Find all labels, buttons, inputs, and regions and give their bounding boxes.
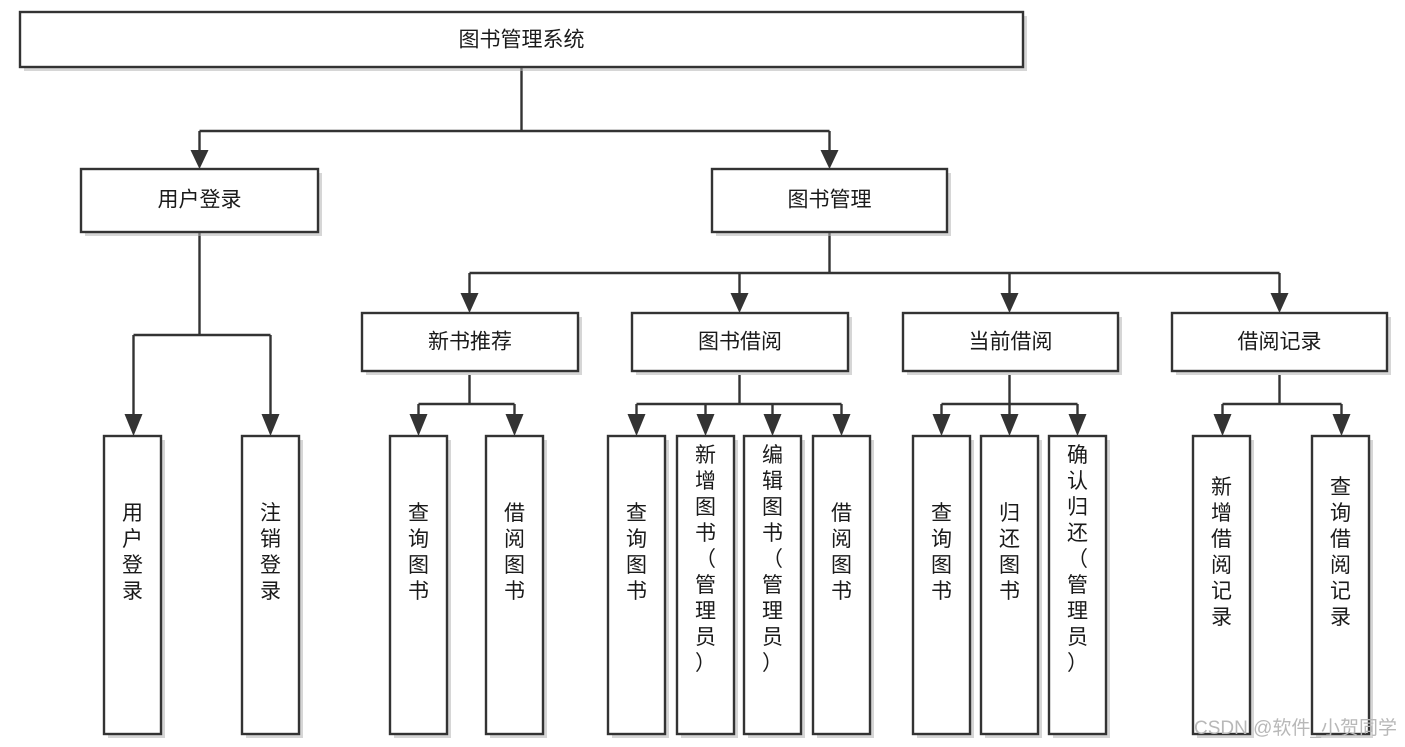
connector-layer bbox=[124, 68, 1351, 436]
node-leaf-query-book-rec[interactable]: 查询图书 bbox=[388, 434, 451, 738]
arrow-book-borrow-leaf-3 bbox=[763, 414, 782, 436]
node-leaf-logout-box[interactable] bbox=[240, 434, 301, 736]
node-new-book-rec-box[interactable] bbox=[360, 311, 580, 373]
arrow-book-borrow-leaf-1 bbox=[627, 414, 646, 436]
node-leaf-query-book-cur[interactable]: 查询图书 bbox=[911, 434, 974, 738]
node-leaf-query-book-rec-box[interactable] bbox=[388, 434, 449, 736]
node-leaf-edit-book-label: 编辑图书（管理员） bbox=[762, 444, 783, 675]
node-book-manage-label: 图书管理 bbox=[788, 189, 872, 212]
arrow-current-borrow-leaf-2 bbox=[1000, 414, 1019, 436]
arrow-borrow-record-leaf-1 bbox=[1213, 414, 1232, 436]
node-leaf-user-login-label: 用户登录 bbox=[122, 502, 143, 603]
node-book-manage[interactable]: 图书管理 bbox=[710, 167, 951, 236]
node-leaf-add-record-label: 新增借阅记录 bbox=[1211, 476, 1232, 629]
node-leaf-add-book-label: 新增图书（管理员） bbox=[695, 444, 716, 675]
arrow-book-manage-to-new-book-rec bbox=[460, 293, 479, 313]
arrow-book-borrow-leaf-2 bbox=[696, 414, 715, 436]
node-leaf-add-record-box[interactable] bbox=[1191, 434, 1252, 736]
watermark-label: CSDN @软件_小贺同学 bbox=[1194, 717, 1397, 739]
node-user-login-box[interactable] bbox=[79, 167, 320, 234]
arrow-current-borrow-leaf-1 bbox=[932, 414, 951, 436]
node-root[interactable]: 图书管理系统 bbox=[18, 10, 1027, 71]
node-leaf-borrow-book-rec[interactable]: 借阅图书 bbox=[484, 434, 547, 738]
node-root-box[interactable] bbox=[18, 10, 1025, 69]
node-new-book-rec[interactable]: 新书推荐 bbox=[360, 311, 582, 375]
arrow-user-login-leaf-2 bbox=[261, 414, 280, 436]
node-book-borrow-box[interactable] bbox=[630, 311, 850, 373]
node-leaf-edit-book-box[interactable] bbox=[742, 434, 803, 736]
node-leaf-query-book-borrow-label: 查询图书 bbox=[626, 502, 647, 603]
node-leaf-borrow-book-rec-box[interactable] bbox=[484, 434, 545, 736]
node-leaf-add-record[interactable]: 新增借阅记录 bbox=[1191, 434, 1254, 738]
node-current-borrow[interactable]: 当前借阅 bbox=[901, 311, 1122, 375]
node-leaf-query-record-label: 查询借阅记录 bbox=[1330, 476, 1351, 629]
node-leaf-user-login-box[interactable] bbox=[102, 434, 163, 736]
arrow-user-login-leaf-1 bbox=[124, 414, 143, 436]
node-leaf-borrow-book-box[interactable] bbox=[811, 434, 872, 736]
node-leaf-edit-book[interactable]: 编辑图书（管理员） bbox=[742, 434, 805, 738]
node-root-label: 图书管理系统 bbox=[459, 29, 585, 52]
arrow-book-borrow-leaf-4 bbox=[832, 414, 851, 436]
arrow-current-borrow-leaf-3 bbox=[1068, 414, 1087, 436]
arrow-new-book-rec-leaf-1 bbox=[409, 414, 428, 436]
node-leaf-confirm-return[interactable]: 确认归还（管理员） bbox=[1047, 434, 1110, 738]
node-book-manage-box[interactable] bbox=[710, 167, 949, 234]
node-leaf-query-book-rec-label: 查询图书 bbox=[408, 502, 429, 603]
node-leaf-query-record[interactable]: 查询借阅记录 bbox=[1310, 434, 1373, 738]
arrow-root-to-user-login bbox=[190, 150, 209, 169]
node-leaf-confirm-return-box[interactable] bbox=[1047, 434, 1108, 736]
arrow-book-manage-to-borrow-record bbox=[1270, 293, 1289, 313]
node-leaf-logout-label: 注销登录 bbox=[260, 502, 281, 603]
node-user-login[interactable]: 用户登录 bbox=[79, 167, 322, 236]
node-leaf-query-book-borrow-box[interactable] bbox=[606, 434, 667, 736]
node-leaf-query-book-borrow[interactable]: 查询图书 bbox=[606, 434, 669, 738]
node-new-book-rec-label: 新书推荐 bbox=[428, 331, 512, 354]
node-leaf-user-login[interactable]: 用户登录 bbox=[102, 434, 165, 738]
arrow-root-to-book-manage bbox=[820, 150, 839, 169]
node-leaf-borrow-book-rec-label: 借阅图书 bbox=[504, 502, 525, 603]
node-borrow-record-box[interactable] bbox=[1170, 311, 1389, 373]
node-leaf-return-book[interactable]: 归还图书 bbox=[979, 434, 1042, 738]
node-leaf-borrow-book[interactable]: 借阅图书 bbox=[811, 434, 874, 738]
arrow-book-manage-to-current-borrow bbox=[1000, 293, 1019, 313]
node-current-borrow-label: 当前借阅 bbox=[969, 331, 1053, 354]
node-leaf-add-book-box[interactable] bbox=[675, 434, 736, 736]
node-user-login-label: 用户登录 bbox=[158, 189, 242, 212]
node-leaf-logout[interactable]: 注销登录 bbox=[240, 434, 303, 738]
node-borrow-record-label: 借阅记录 bbox=[1238, 331, 1322, 354]
arrow-book-manage-to-book-borrow bbox=[730, 293, 749, 313]
node-book-borrow[interactable]: 图书借阅 bbox=[630, 311, 852, 375]
node-borrow-record[interactable]: 借阅记录 bbox=[1170, 311, 1391, 375]
arrow-borrow-record-leaf-2 bbox=[1332, 414, 1351, 436]
node-current-borrow-box[interactable] bbox=[901, 311, 1120, 373]
node-leaf-add-book[interactable]: 新增图书（管理员） bbox=[675, 434, 738, 738]
node-leaf-query-record-box[interactable] bbox=[1310, 434, 1371, 736]
node-leaf-return-book-label: 归还图书 bbox=[999, 502, 1020, 603]
node-leaf-confirm-return-label: 确认归还（管理员） bbox=[1067, 444, 1088, 675]
arrow-new-book-rec-leaf-2 bbox=[505, 414, 524, 436]
node-leaf-query-book-cur-label: 查询图书 bbox=[931, 502, 952, 603]
node-leaf-return-book-box[interactable] bbox=[979, 434, 1040, 736]
node-leaf-query-book-cur-box[interactable] bbox=[911, 434, 972, 736]
node-leaf-borrow-book-label: 借阅图书 bbox=[831, 502, 852, 603]
node-book-borrow-label: 图书借阅 bbox=[698, 331, 782, 354]
